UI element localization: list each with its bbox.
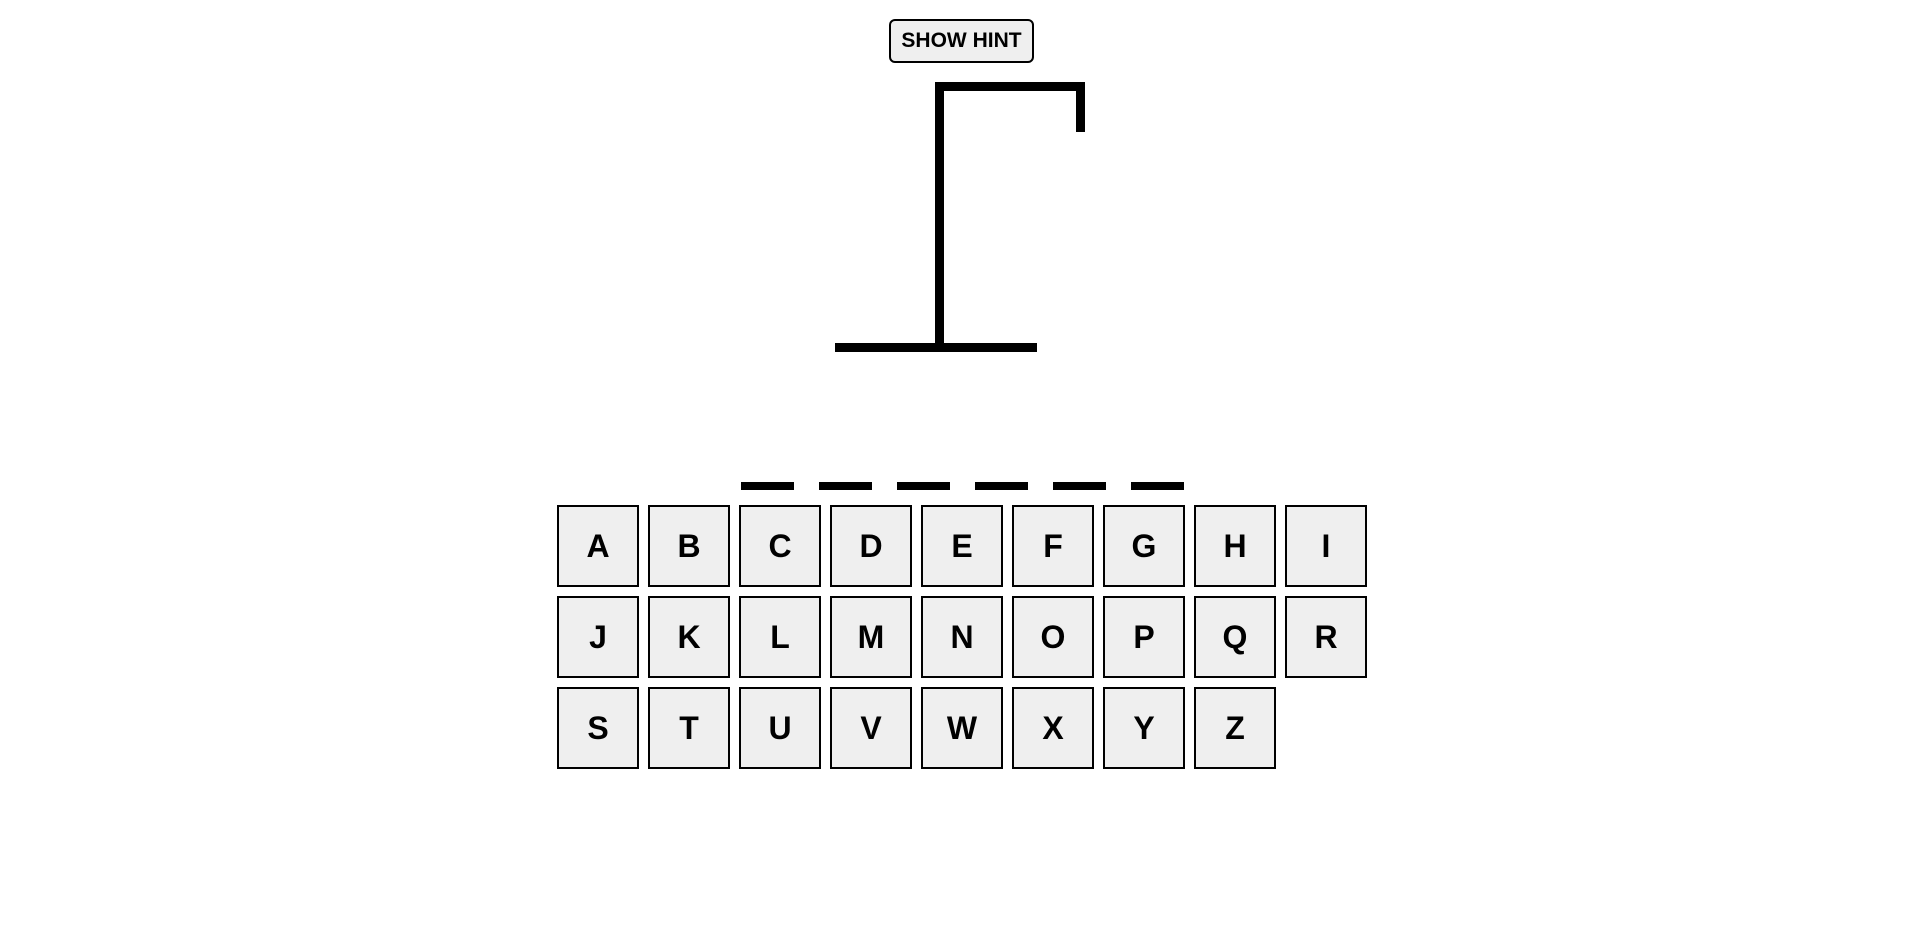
letter-key-b[interactable]: B <box>648 505 730 587</box>
letter-key-g[interactable]: G <box>1103 505 1185 587</box>
letter-key-h[interactable]: H <box>1194 505 1276 587</box>
letter-key-f[interactable]: F <box>1012 505 1094 587</box>
letter-key-r[interactable]: R <box>1285 596 1367 678</box>
letter-slot <box>975 482 1028 490</box>
gallows-pole <box>935 82 944 347</box>
letter-key-p[interactable]: P <box>1103 596 1185 678</box>
letter-key-q[interactable]: Q <box>1194 596 1276 678</box>
letter-key-k[interactable]: K <box>648 596 730 678</box>
show-hint-button[interactable]: SHOW HINT <box>889 19 1034 63</box>
letter-key-u[interactable]: U <box>739 687 821 769</box>
letter-slot <box>897 482 950 490</box>
letter-key-c[interactable]: C <box>739 505 821 587</box>
letter-key-v[interactable]: V <box>830 687 912 769</box>
letter-key-z[interactable]: Z <box>1194 687 1276 769</box>
letter-slot <box>1053 482 1106 490</box>
letter-slot <box>741 482 794 490</box>
letter-key-s[interactable]: S <box>557 687 639 769</box>
letter-key-a[interactable]: A <box>557 505 639 587</box>
letter-key-o[interactable]: O <box>1012 596 1094 678</box>
letter-key-i[interactable]: I <box>1285 505 1367 587</box>
gallows-beam <box>935 82 1085 91</box>
letter-key-e[interactable]: E <box>921 505 1003 587</box>
letter-key-d[interactable]: D <box>830 505 912 587</box>
letter-key-j[interactable]: J <box>557 596 639 678</box>
letter-key-w[interactable]: W <box>921 687 1003 769</box>
gallows-base <box>835 343 1037 352</box>
letter-slot <box>1131 482 1184 490</box>
letter-key-n[interactable]: N <box>921 596 1003 678</box>
letter-key-l[interactable]: L <box>739 596 821 678</box>
letter-key-m[interactable]: M <box>830 596 912 678</box>
letter-key-x[interactable]: X <box>1012 687 1094 769</box>
letter-key-y[interactable]: Y <box>1103 687 1185 769</box>
letter-slot <box>819 482 872 490</box>
gallows-rope <box>1076 82 1085 132</box>
word-slots <box>741 482 1184 492</box>
letter-key-t[interactable]: T <box>648 687 730 769</box>
